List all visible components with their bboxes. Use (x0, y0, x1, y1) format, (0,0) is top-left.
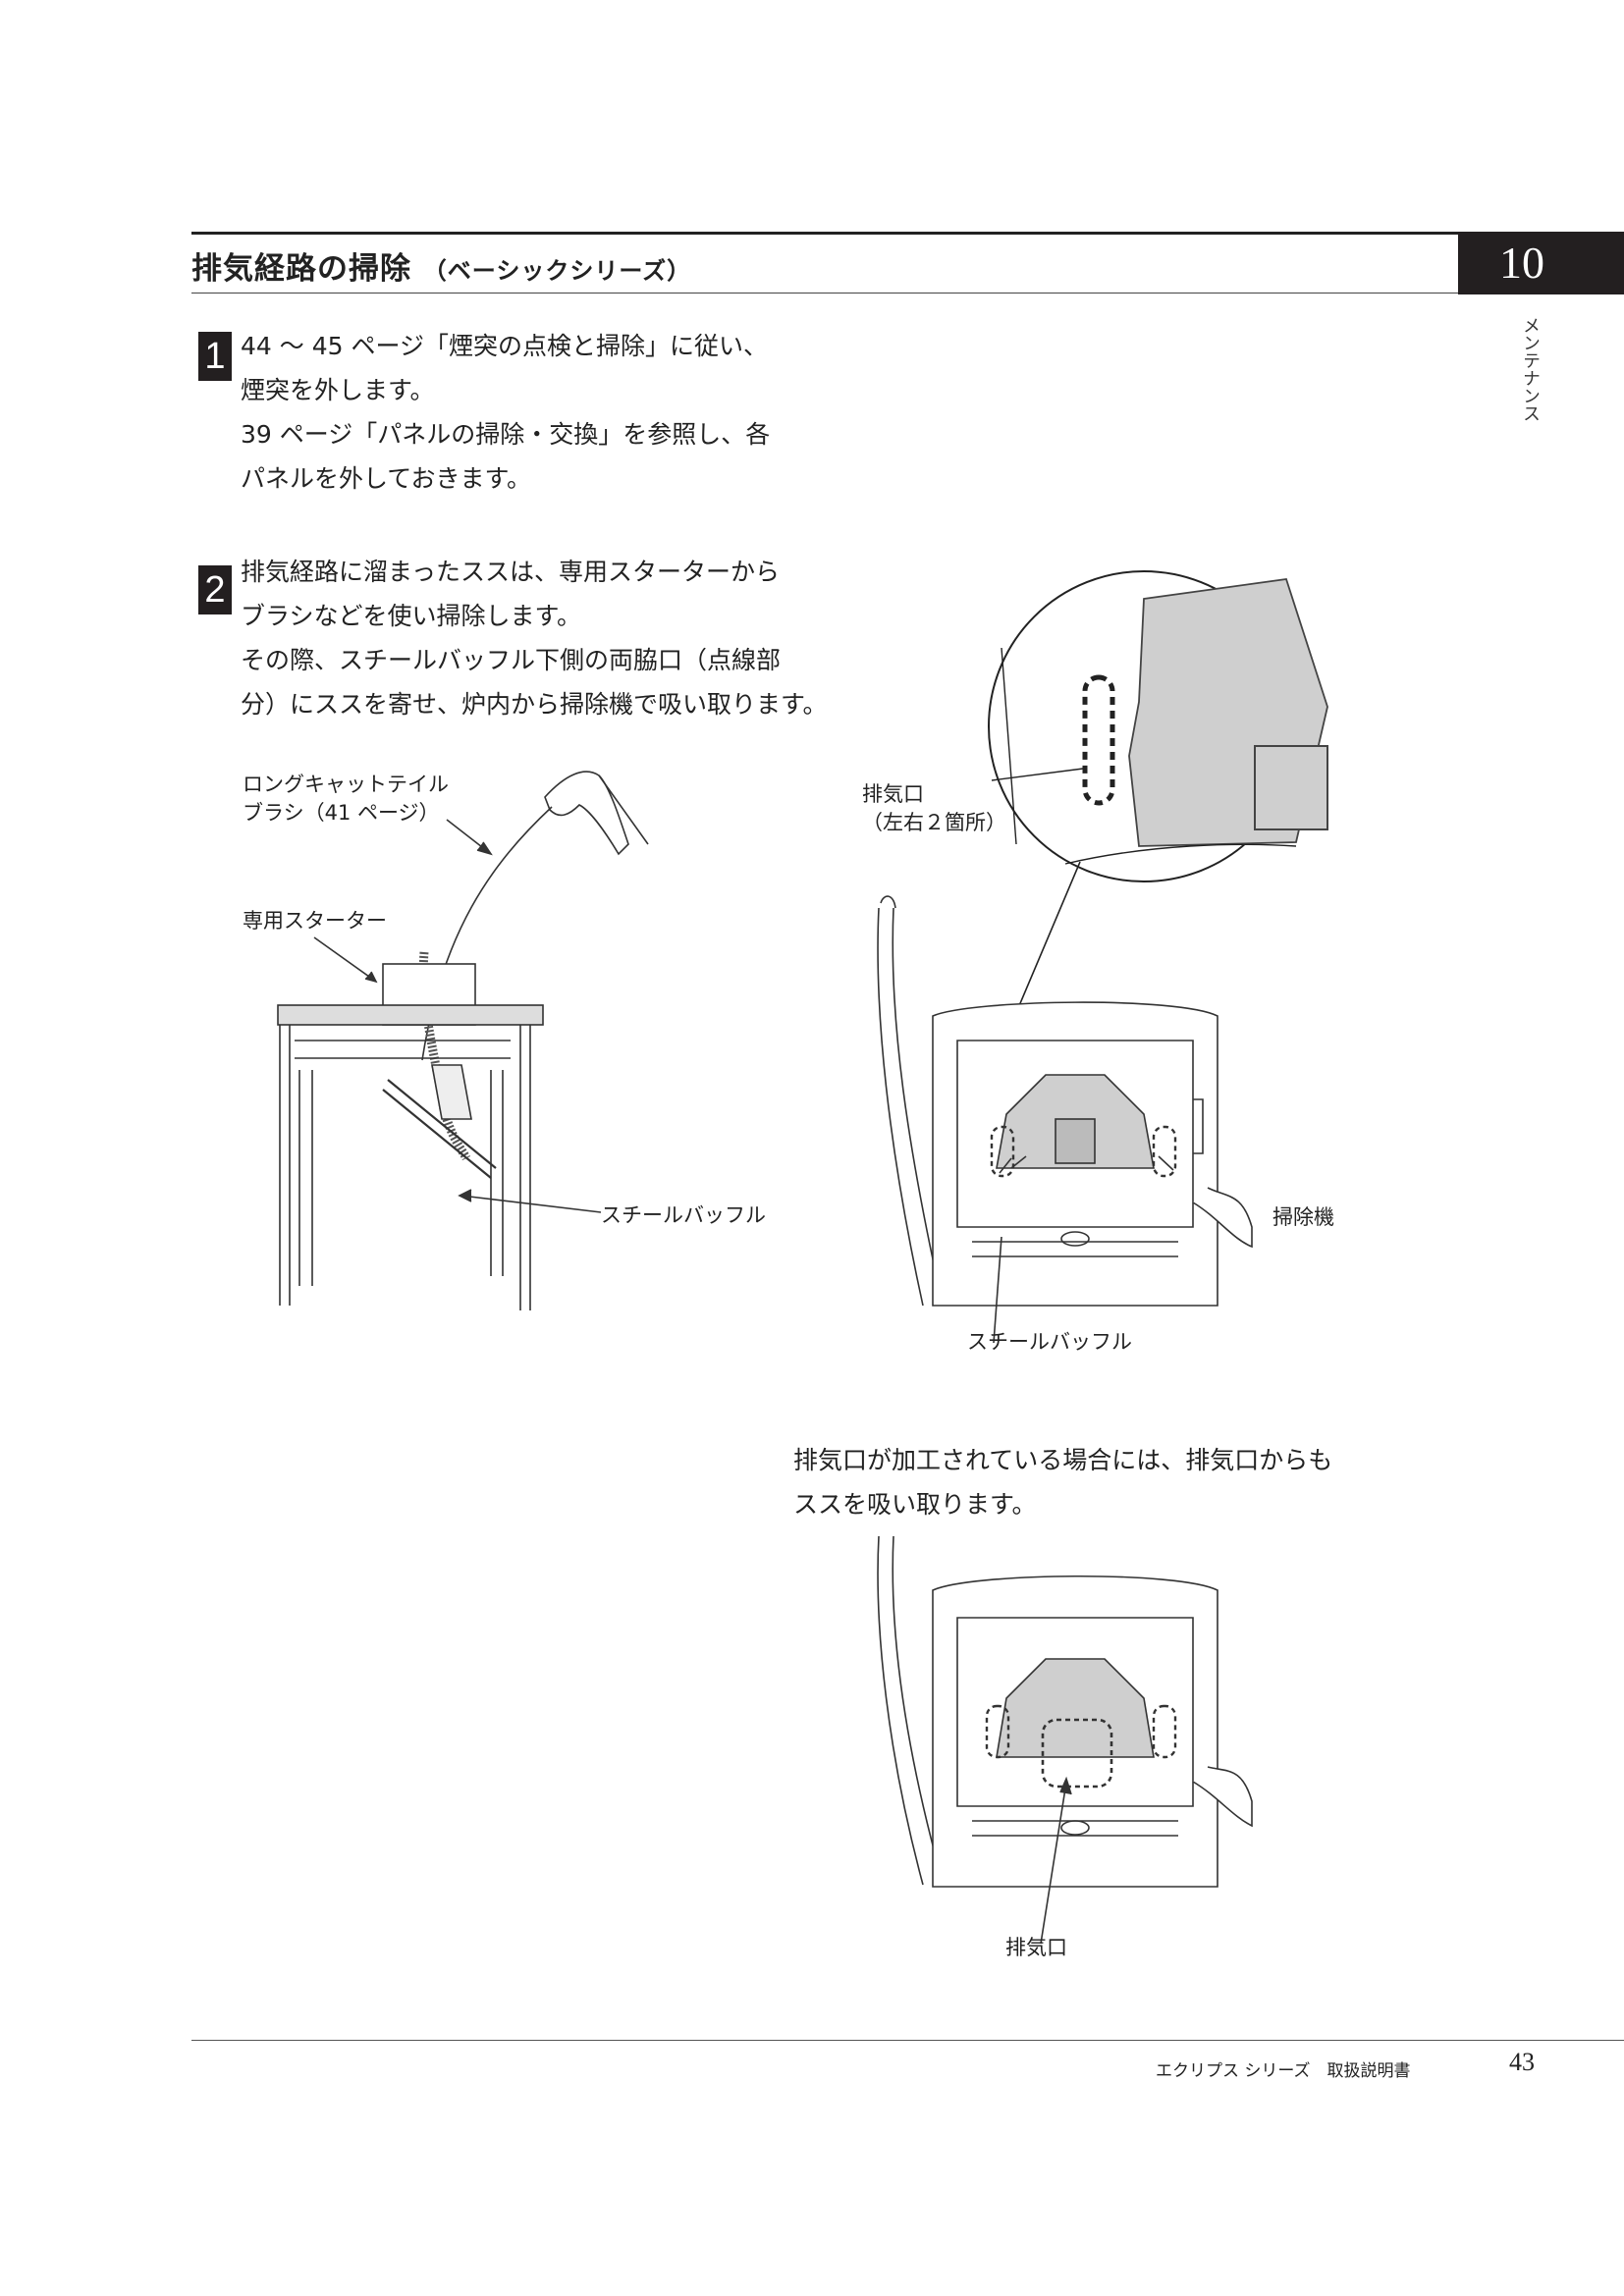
step-1-line: 煙突を外します。 (241, 376, 435, 404)
chapter-number: 10 (1499, 238, 1544, 288)
exhaust-port-label-line: （左右２箇所） (862, 811, 1006, 834)
brush-label-line: ブラシ（41 ページ） (243, 801, 440, 825)
section-title-sub: （ベーシックシリーズ） (422, 257, 692, 285)
exhaust-port-label-bottom: 排気口 (1005, 1936, 1067, 1959)
baffle-label-right: スチールバッフル (967, 1330, 1132, 1354)
step-1-line: パネルを外しておきます。 (241, 464, 532, 493)
header-top-rule (191, 232, 1468, 235)
section-title-main: 排気経路の掃除 (191, 251, 411, 287)
header-bottom-rule (191, 293, 1468, 294)
note-text: 排気口が加工されている場合には、排気口からも ススを吸い取ります。 (793, 1438, 1332, 1526)
step-1-text: 44 ～ 45 ページ「煙突の点検と掃除」に従い、 煙突を外します。 39 ペー… (241, 324, 770, 501)
step-2-line: 分）にススを寄せ、炉内から掃除機で吸い取ります。 (241, 690, 828, 719)
brush-label-line: ロングキャットテイル (243, 773, 449, 796)
chapter-tab (1458, 232, 1624, 294)
step-1-line: 44 ～ 45 ページ「煙突の点検と掃除」に従い、 (241, 332, 768, 360)
vacuum-label: 掃除機 (1272, 1205, 1334, 1229)
section-title: 排気経路の掃除 （ベーシックシリーズ） (191, 243, 691, 288)
page-number: 43 (1509, 2048, 1535, 2076)
footer-rule (191, 2040, 1624, 2041)
baffle-label-left: スチールバッフル (601, 1203, 766, 1227)
note-line: 排気口が加工されている場合には、排気口からも (793, 1446, 1333, 1474)
step-1-line: 39 ページ「パネルの掃除・交換」を参照し、各 (241, 420, 771, 449)
step-2-line: 排気経路に溜まったススは、専用スターターから (241, 558, 781, 586)
step-1-badge: 1 (198, 332, 232, 381)
starter-label: 専用スターター (243, 909, 387, 933)
note-line: ススを吸い取ります。 (793, 1490, 1037, 1519)
step-2-line: ブラシなどを使い掃除します。 (241, 602, 582, 630)
chapter-label: メンテナンス (1520, 316, 1541, 422)
exhaust-port-label: 排気口 （左右２箇所） (862, 780, 1006, 837)
step-2-badge: 2 (198, 565, 232, 614)
exhaust-port-label-line: 排気口 (862, 782, 924, 806)
footer-text: エクリプス シリーズ 取扱説明書 (1156, 2061, 1411, 2081)
brush-label: ロングキャットテイル ブラシ（41 ページ） (243, 771, 449, 828)
step-2-line: その際、スチールバッフル下側の両脇口（点線部 (241, 646, 782, 674)
step-2-text: 排気経路に溜まったススは、専用スターターから ブラシなどを使い掃除します。 その… (241, 550, 828, 726)
